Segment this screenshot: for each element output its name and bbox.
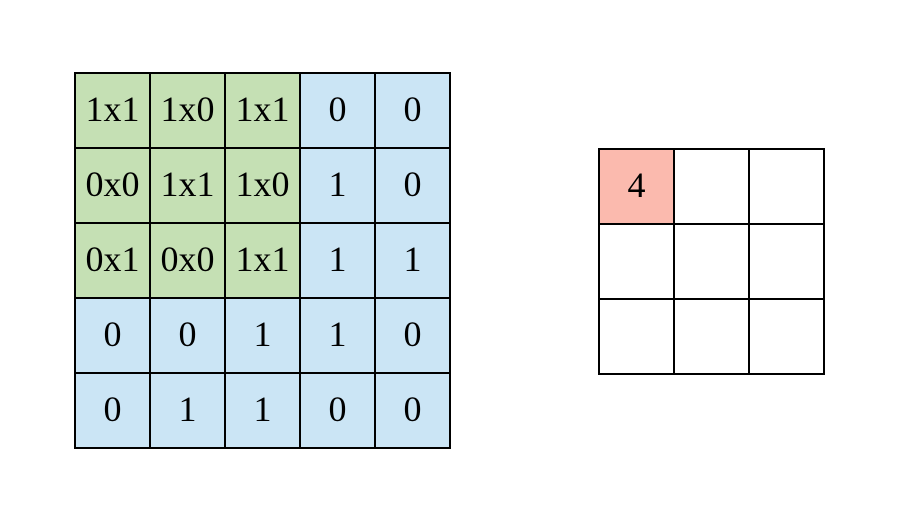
output-cell-r1c0 [599, 224, 674, 299]
output-cell-r1c1 [674, 224, 749, 299]
input-kernel-cell-r1c0: 0x0 [75, 148, 150, 223]
input-kernel-cell-r2c2: 1x1 [225, 223, 300, 298]
output-cell-r0c2 [749, 149, 824, 224]
output-cell-r1c2 [749, 224, 824, 299]
output-cell-r2c2 [749, 299, 824, 374]
input-cell-r3c1: 0 [150, 298, 225, 373]
input-cell-r4c4: 0 [375, 373, 450, 448]
input-cell-r1c4: 0 [375, 148, 450, 223]
input-cell-r2c4: 1 [375, 223, 450, 298]
input-cell-r1c3: 1 [300, 148, 375, 223]
input-cell-r4c1: 1 [150, 373, 225, 448]
input-cell-r4c2: 1 [225, 373, 300, 448]
input-kernel-cell-r2c0: 0x1 [75, 223, 150, 298]
output-cell-r2c1 [674, 299, 749, 374]
input-kernel-cell-r0c0: 1x1 [75, 73, 150, 148]
input-kernel-cell-r1c1: 1x1 [150, 148, 225, 223]
input-cell-r3c3: 1 [300, 298, 375, 373]
input-cell-r3c2: 1 [225, 298, 300, 373]
input-cell-r4c3: 0 [300, 373, 375, 448]
output-highlight-cell-r0c0: 4 [599, 149, 674, 224]
input-kernel-cell-r1c2: 1x0 [225, 148, 300, 223]
input-kernel-cell-r2c1: 0x0 [150, 223, 225, 298]
input-cell-r3c4: 0 [375, 298, 450, 373]
output-cell-r0c1 [674, 149, 749, 224]
output-cell-r2c0 [599, 299, 674, 374]
input-kernel-cell-r0c1: 1x0 [150, 73, 225, 148]
input-cell-r3c0: 0 [75, 298, 150, 373]
output-matrix: 4 [598, 148, 825, 375]
input-cell-r0c4: 0 [375, 73, 450, 148]
input-cell-r2c3: 1 [300, 223, 375, 298]
input-cell-r4c0: 0 [75, 373, 150, 448]
input-kernel-cell-r0c2: 1x1 [225, 73, 300, 148]
input-cell-r0c3: 0 [300, 73, 375, 148]
